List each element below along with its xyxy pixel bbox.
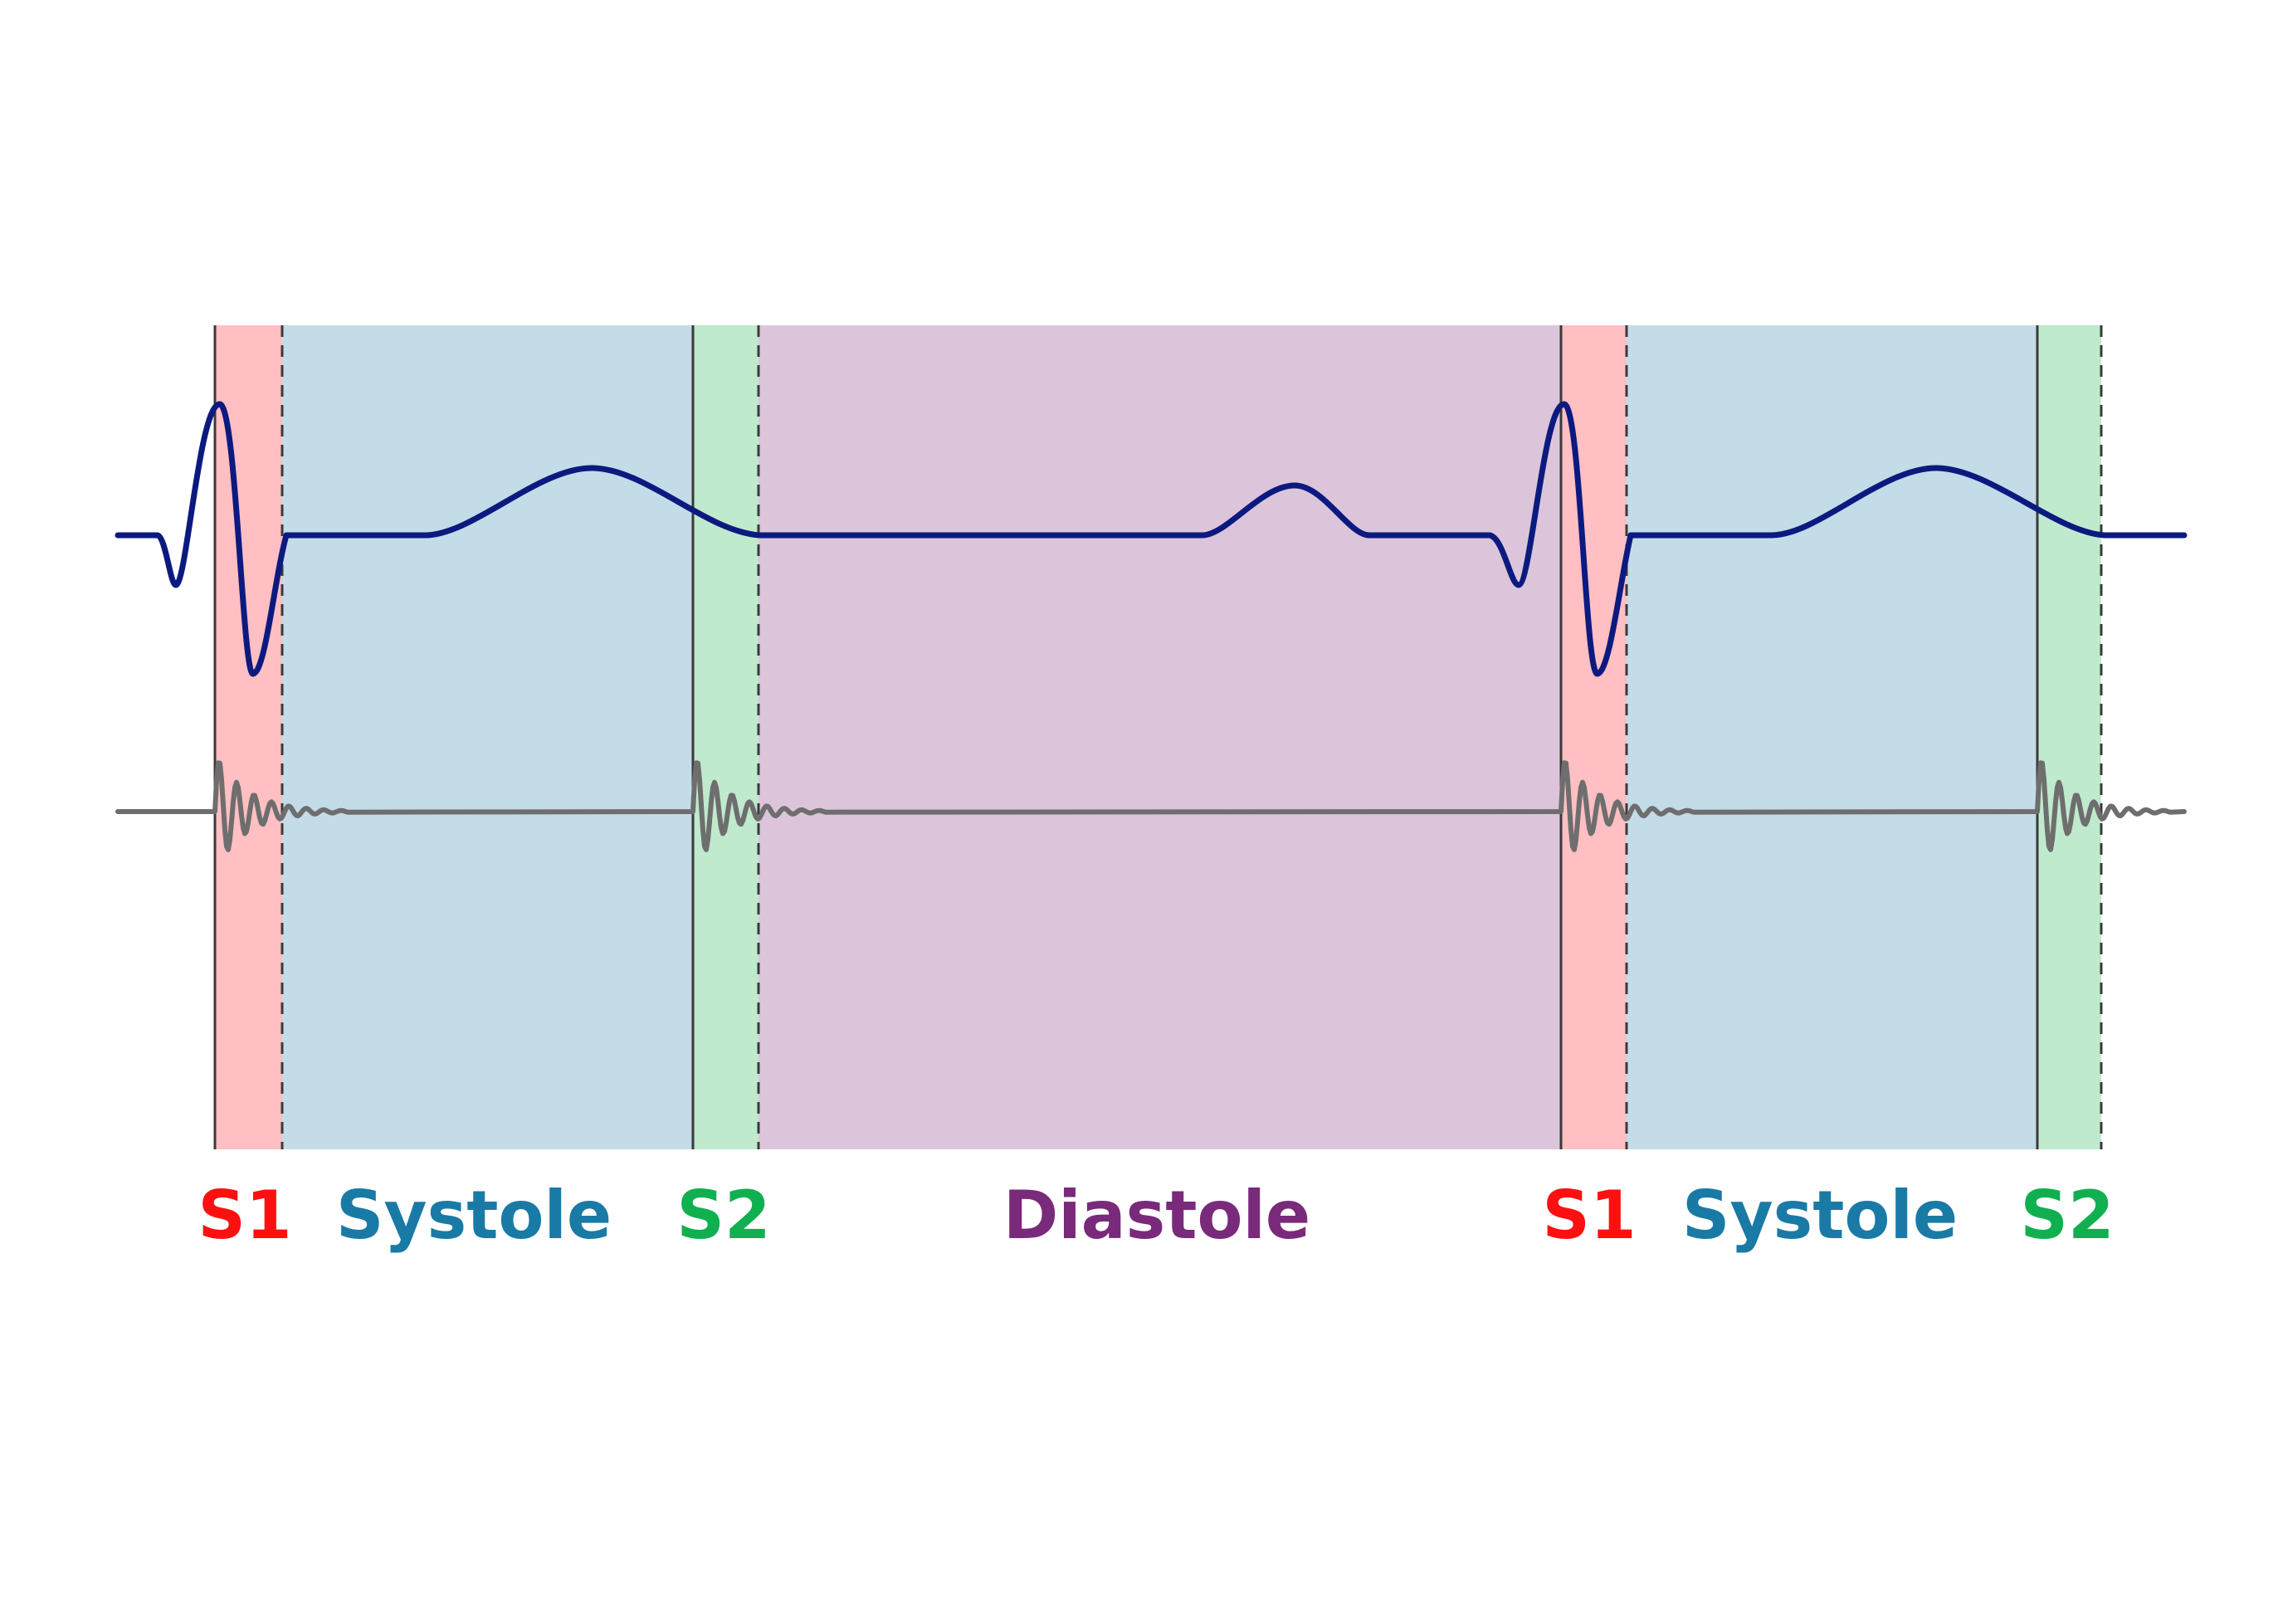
phase-labels: S1 Systole S2 Diastole S1 Systole S2 bbox=[198, 1177, 2114, 1254]
boundary-lines bbox=[213, 325, 2103, 1149]
label-s1-2: S1 bbox=[1542, 1177, 1636, 1254]
label-diastole: Diastole bbox=[1003, 1177, 1310, 1254]
label-s1-1: S1 bbox=[198, 1177, 291, 1254]
ecg-trace bbox=[115, 401, 2188, 677]
band-diastole bbox=[759, 325, 1560, 1149]
band-s1-1 bbox=[214, 325, 282, 1149]
label-s2-2: S2 bbox=[2020, 1177, 2114, 1254]
phase-bands bbox=[214, 325, 2101, 1149]
label-systole-1: Systole bbox=[336, 1177, 612, 1254]
pcg-trace bbox=[115, 760, 2187, 852]
band-s2-2 bbox=[2037, 325, 2101, 1149]
band-s1-2 bbox=[1560, 325, 1627, 1149]
label-systole-2: Systole bbox=[1682, 1177, 1958, 1254]
band-systole-2 bbox=[1627, 325, 2037, 1149]
band-s2-1 bbox=[692, 325, 759, 1149]
label-s2-1: S2 bbox=[676, 1177, 770, 1254]
band-systole-1 bbox=[282, 325, 692, 1149]
